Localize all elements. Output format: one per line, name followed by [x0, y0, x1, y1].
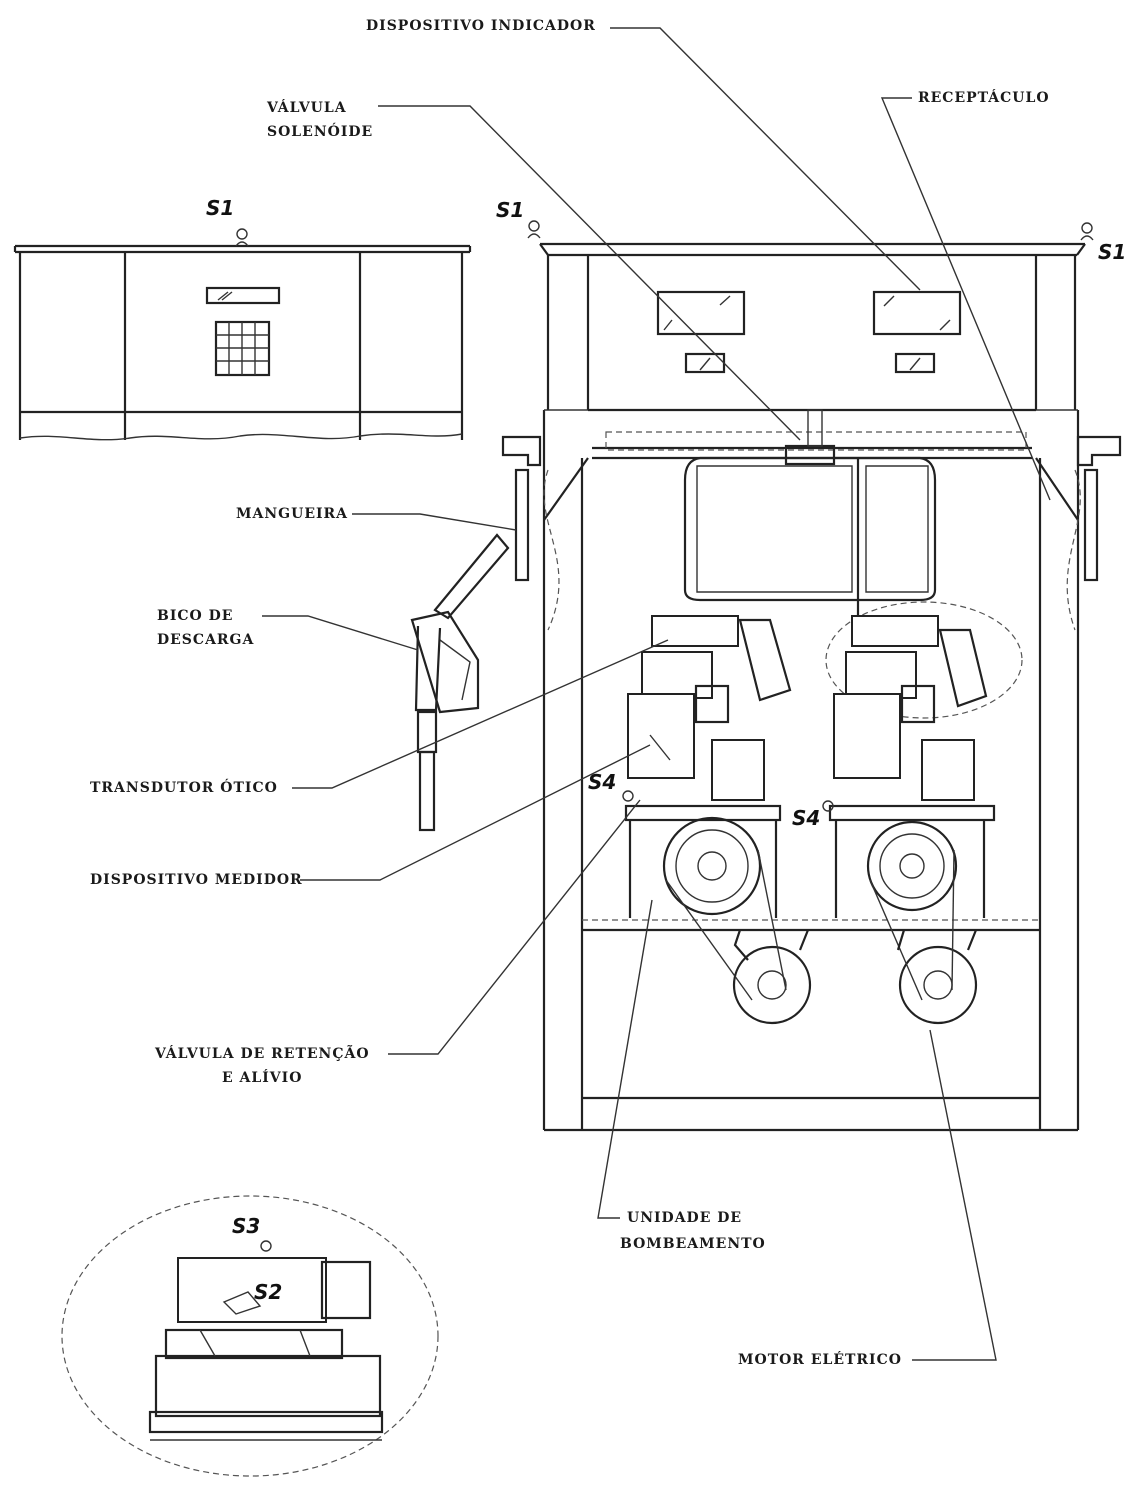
label-valvula-retencao-line1: VÁLVULA DE RETENÇÃO — [155, 1046, 370, 1062]
label-unidade-bombeamento-line2: BOMBEAMENTO — [620, 1236, 766, 1252]
leader-lines — [262, 27, 1051, 1361]
detail-view — [61, 1195, 439, 1477]
pump-assembly-left — [624, 615, 792, 822]
dispenser-cabinet — [501, 242, 1122, 1132]
pump-assembly-right — [828, 615, 996, 822]
label-motor-eletrico: MOTOR ELÉTRICO — [738, 1352, 902, 1368]
label-dispositivo-indicador: DISPOSITIVO INDICADOR — [366, 18, 596, 34]
seal-tag-s4-left: S4 — [588, 770, 617, 794]
seal-tag-s4-right: S4 — [792, 806, 821, 830]
label-valvula-retencao-line2: E ALÍVIO — [222, 1070, 303, 1086]
seal-tag-s1-panel: S1 — [206, 196, 235, 220]
seal-tag-s1-main-left: S1 — [496, 198, 525, 222]
electric-motors — [665, 849, 978, 1025]
discharge-nozzle — [410, 533, 510, 832]
label-transdutor-otico: TRANSDUTOR ÓTICO — [90, 780, 278, 796]
label-dispositivo-medidor: DISPOSITIVO MEDIDOR — [90, 872, 303, 888]
label-mangueira: MANGUEIRA — [236, 506, 349, 522]
top-panel-view — [13, 228, 472, 441]
label-receptaculo: RECEPTÁCULO — [918, 90, 1050, 106]
seal-tag-s3: S3 — [232, 1214, 261, 1238]
pump-units — [628, 816, 986, 918]
seal-tag-s2: S2 — [254, 1280, 283, 1304]
label-valvula-solenoide-line2: SOLENÓIDE — [267, 124, 374, 140]
label-bico-de-descarga-line2: DESCARGA — [157, 632, 255, 648]
seal-tag-s1-main-right: S1 — [1098, 240, 1127, 264]
label-unidade-bombeamento-line1: UNIDADE DE — [627, 1210, 743, 1226]
seal-hooks — [527, 220, 1094, 812]
label-valvula-solenoide-line1: VÁLVULA — [267, 100, 347, 116]
label-bico-de-descarga-line1: BICO DE — [157, 608, 234, 624]
